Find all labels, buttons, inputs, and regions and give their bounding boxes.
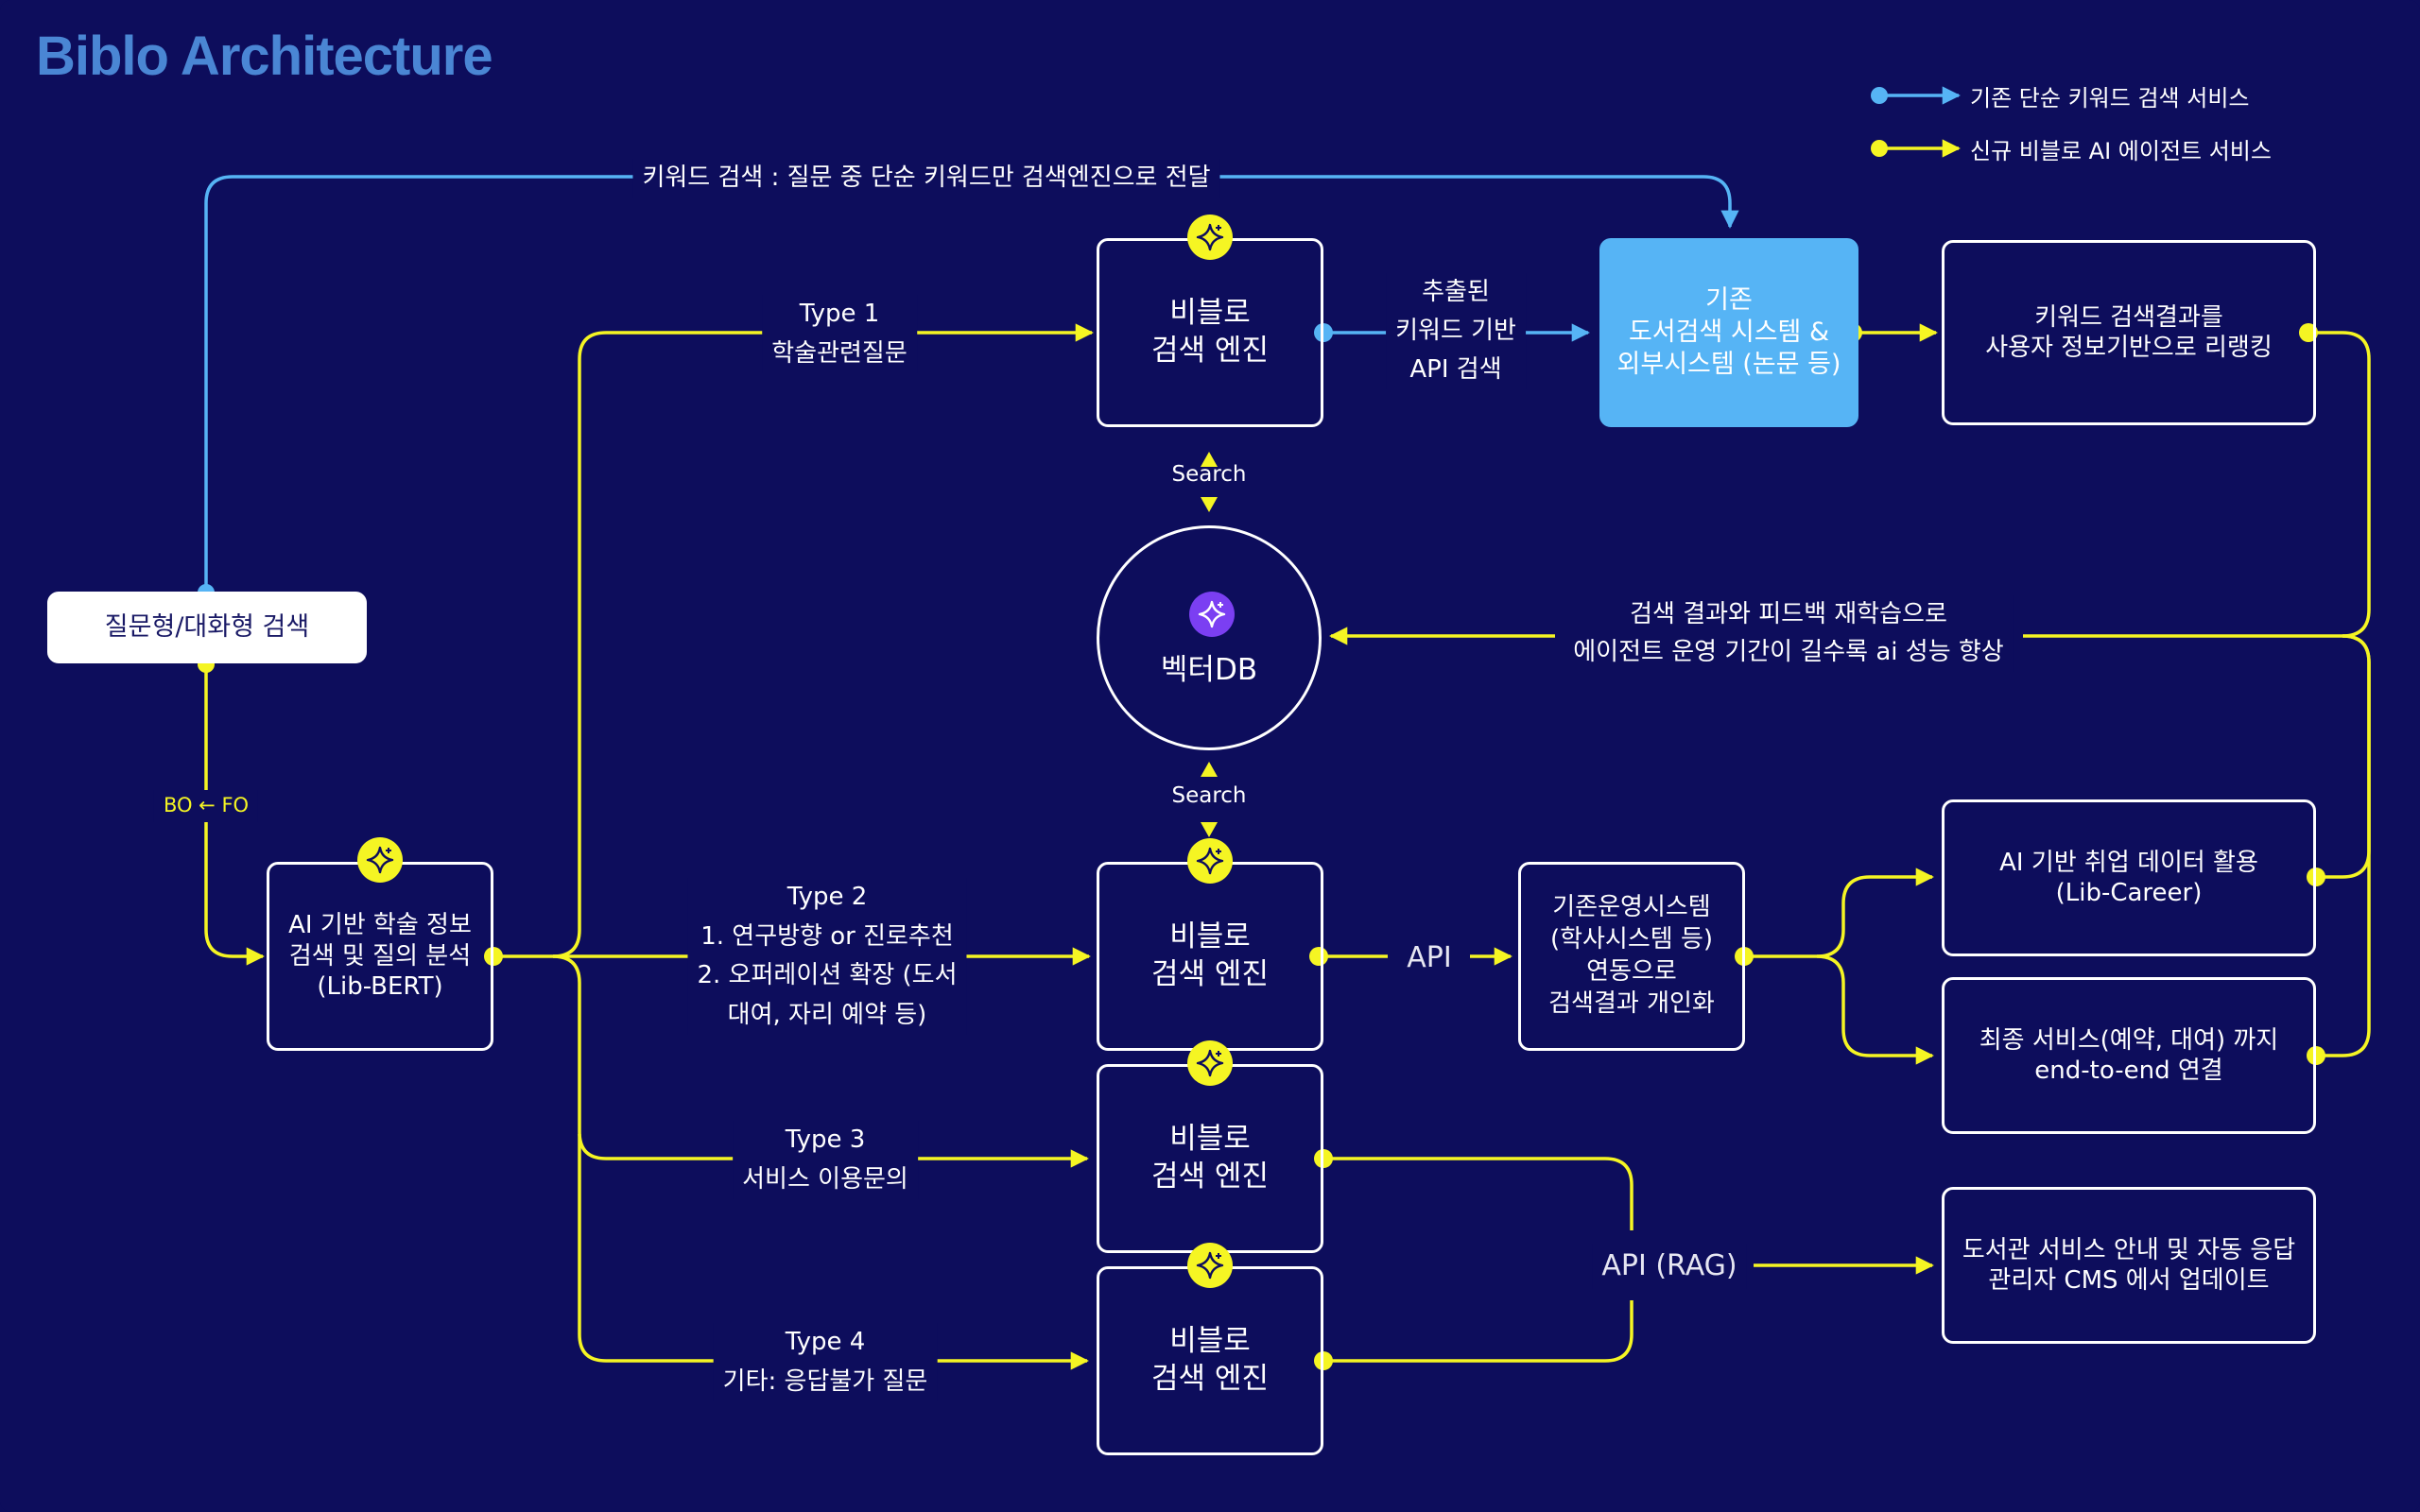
sparkle-icon (1189, 592, 1235, 637)
existing-search-system-node[interactable]: 기존 도서검색 시스템 & 외부시스템 (논문 등) (1599, 238, 1858, 427)
sparkle-icon (1187, 838, 1233, 884)
search-label-bottom: Search (1171, 783, 1247, 808)
type3-label: Type 3 서비스 이용문의 (733, 1121, 918, 1200)
bo-fo-label: BO ← FO (153, 790, 259, 822)
query-to-libbert-connector (204, 664, 265, 966)
sparkle-icon (357, 837, 403, 883)
sparkle-icon (1187, 215, 1233, 260)
feedback-label: 검색 결과와 피드백 재학습으로 에이전트 운영 기간이 길수록 ai 성능 향… (1564, 595, 2014, 672)
diagram-title: Biblo Architecture (36, 26, 493, 87)
extracted-keyword-label: 추출된 키워드 기반 API 검색 (1386, 273, 1526, 390)
vector-db-node[interactable]: 벡터DB (1097, 525, 1322, 750)
lib-career-node[interactable]: AI 기반 취업 데이터 활용 (Lib-Career) (1942, 799, 2316, 956)
end-to-end-node[interactable]: 최종 서비스(예약, 대여) 까지 end-to-end 연결 (1942, 977, 2316, 1134)
type4-connector (578, 1134, 1089, 1370)
feedback-bus (2023, 331, 2371, 638)
rerank-node[interactable]: 키워드 검색결과를 사용자 정보기반으로 리랭킹 (1942, 240, 2316, 425)
search-label-top: Search (1171, 462, 1247, 487)
cms-node[interactable]: 도서관 서비스 안내 및 자동 응답 관리자 CMS 에서 업데이트 (1942, 1187, 2316, 1344)
type3-connector (552, 954, 1089, 1168)
api-label: API (1407, 941, 1452, 974)
sparkle-icon (1187, 1243, 1233, 1288)
keyword-search-label: 키워드 검색 : 질문 중 단순 키워드만 검색엔진으로 전달 (632, 159, 1220, 198)
libbert-node[interactable]: AI 기반 학술 정보 검색 및 질의 분석 (Lib-BERT) (267, 862, 493, 1051)
type4-label: Type 4 기타: 응답불가 질문 (713, 1323, 938, 1402)
type1-label: Type 1 학술관련질문 (762, 295, 917, 374)
ops-system-node[interactable]: 기존운영시스템 (학사시스템 등) 연동으로 검색결과 개인화 (1518, 862, 1745, 1051)
query-node[interactable]: 질문형/대화형 검색 (47, 592, 367, 663)
libbert-trunk (493, 323, 1094, 958)
type2-label: Type 2 1. 연구방향 or 진로추천 2. 오퍼레이션 확장 (도서 대… (687, 878, 967, 1036)
sparkle-icon (1187, 1040, 1233, 1086)
api-rag-label: API (RAG) (1592, 1244, 1747, 1289)
